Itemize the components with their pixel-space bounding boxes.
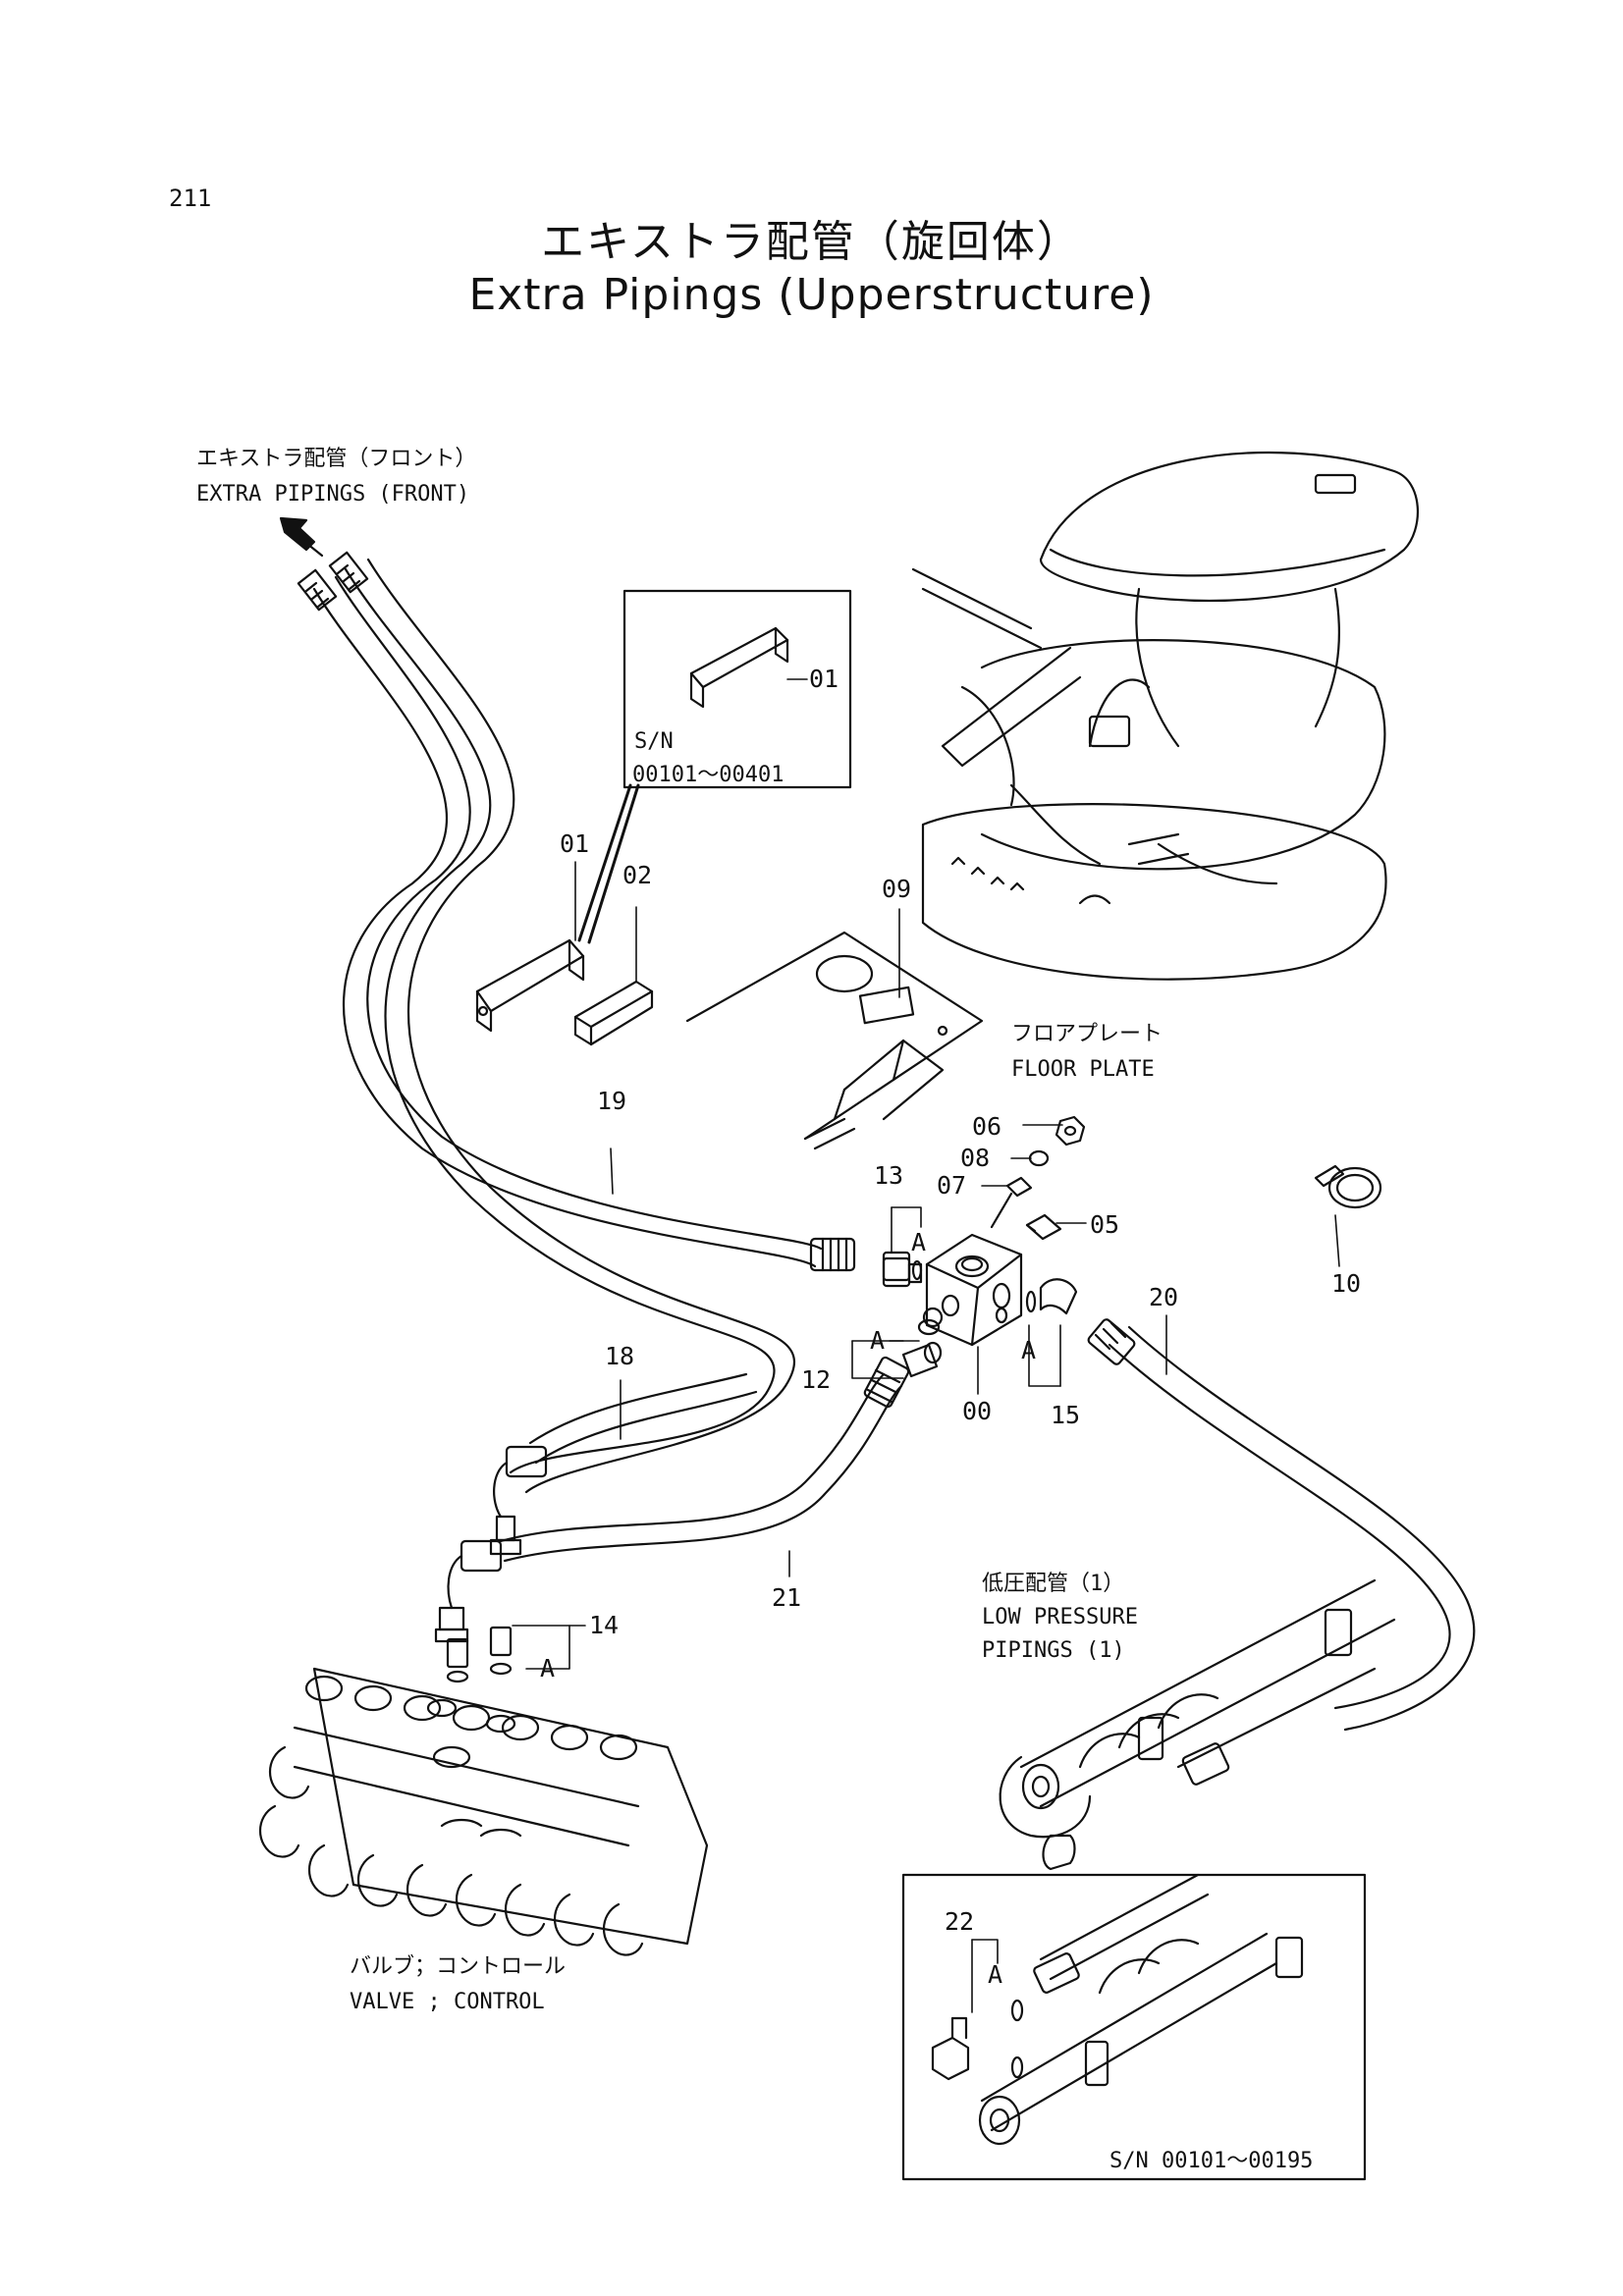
upperstructure-seat-drawing: [911, 451, 1420, 981]
hose-20: [1087, 1318, 1476, 1732]
callout-07: 07: [937, 1171, 966, 1200]
page-title-english: Extra Pipings (Upperstructure): [468, 270, 1155, 320]
elbow-15: [1025, 1278, 1078, 1315]
ring-08: [1028, 1149, 1050, 1167]
mark-a-14: A: [540, 1654, 555, 1682]
floor-plate: [685, 931, 984, 1150]
connector-13: [882, 1251, 923, 1282]
front-hose-pair: [297, 551, 823, 1494]
page-title-japanese: エキストラ配管（旋回体）: [541, 217, 1082, 267]
mark-a-13: A: [911, 1228, 926, 1256]
cover-01: [475, 938, 585, 1033]
low-pressure-label-en-1: LOW PRESSURE: [982, 1605, 1138, 1629]
low-pressure-pipe-assembly: [999, 1578, 1396, 1871]
hose-21: [434, 1356, 910, 1643]
callout-02: 02: [622, 861, 652, 889]
mark-a-22: A: [988, 1960, 1002, 1989]
callout-12: 12: [801, 1365, 831, 1394]
inset-low-serial-range: S/N 00101～00195: [1109, 2149, 1313, 2173]
inset-frame-early-serial: [577, 589, 852, 944]
callout-19: 19: [597, 1087, 626, 1115]
callout-08: 08: [960, 1144, 990, 1172]
hose-19-fitting: [809, 1237, 923, 1288]
hose-18: [489, 1372, 758, 1556]
control-valve-label-ja: バルブ；コントロール: [350, 1954, 566, 1979]
control-valve-drawing: [259, 1626, 709, 1956]
connector-12: [901, 1318, 943, 1378]
callout-01: 01: [560, 829, 589, 858]
nut-06: [1055, 1115, 1086, 1147]
mark-a-15: A: [1021, 1336, 1036, 1364]
front-pipings-label-ja: エキストラ配管（フロント）: [196, 447, 476, 471]
fitting-05: [1025, 1213, 1062, 1241]
front-pipings-label-en: EXTRA PIPINGS (FRONT): [196, 482, 469, 507]
floor-plate-label-en: FLOOR PLATE: [1011, 1057, 1155, 1082]
front-direction-arrow: [279, 516, 324, 558]
inset-frame-low-serial: [901, 1873, 1367, 2181]
callout-01-inset: 01: [809, 665, 839, 693]
inset-serial-range: 00101～00401: [632, 763, 784, 787]
spacer-02: [573, 980, 654, 1046]
callout-13: 13: [874, 1161, 903, 1190]
callout-20: 20: [1149, 1283, 1178, 1311]
callout-15: 15: [1051, 1401, 1080, 1429]
mark-a-12: A: [870, 1326, 885, 1355]
valve-block-00: [922, 1233, 1023, 1347]
low-pressure-label-ja: 低圧配管（1）: [982, 1572, 1124, 1596]
floor-plate-label-ja: フロアプレート: [1011, 1022, 1163, 1046]
control-valve-label-en: VALVE ; CONTROL: [350, 1990, 545, 2014]
hose-clamp-10: [1314, 1164, 1382, 1209]
callout-21: 21: [772, 1583, 801, 1612]
callout-leader-lines: [512, 678, 1340, 2013]
callout-14: 14: [589, 1611, 619, 1639]
inset-serial-label: S/N: [634, 729, 674, 754]
callout-22: 22: [945, 1907, 974, 1936]
callout-00: 00: [962, 1397, 992, 1425]
callout-05: 05: [1090, 1210, 1119, 1239]
callout-09: 09: [882, 875, 911, 903]
callout-06: 06: [972, 1112, 1001, 1141]
low-pressure-label-en-2: PIPINGS (1): [982, 1638, 1125, 1663]
bolt-07: [990, 1176, 1033, 1229]
callout-10: 10: [1331, 1269, 1361, 1298]
page-number: 211: [169, 185, 212, 212]
callout-18: 18: [605, 1342, 634, 1370]
